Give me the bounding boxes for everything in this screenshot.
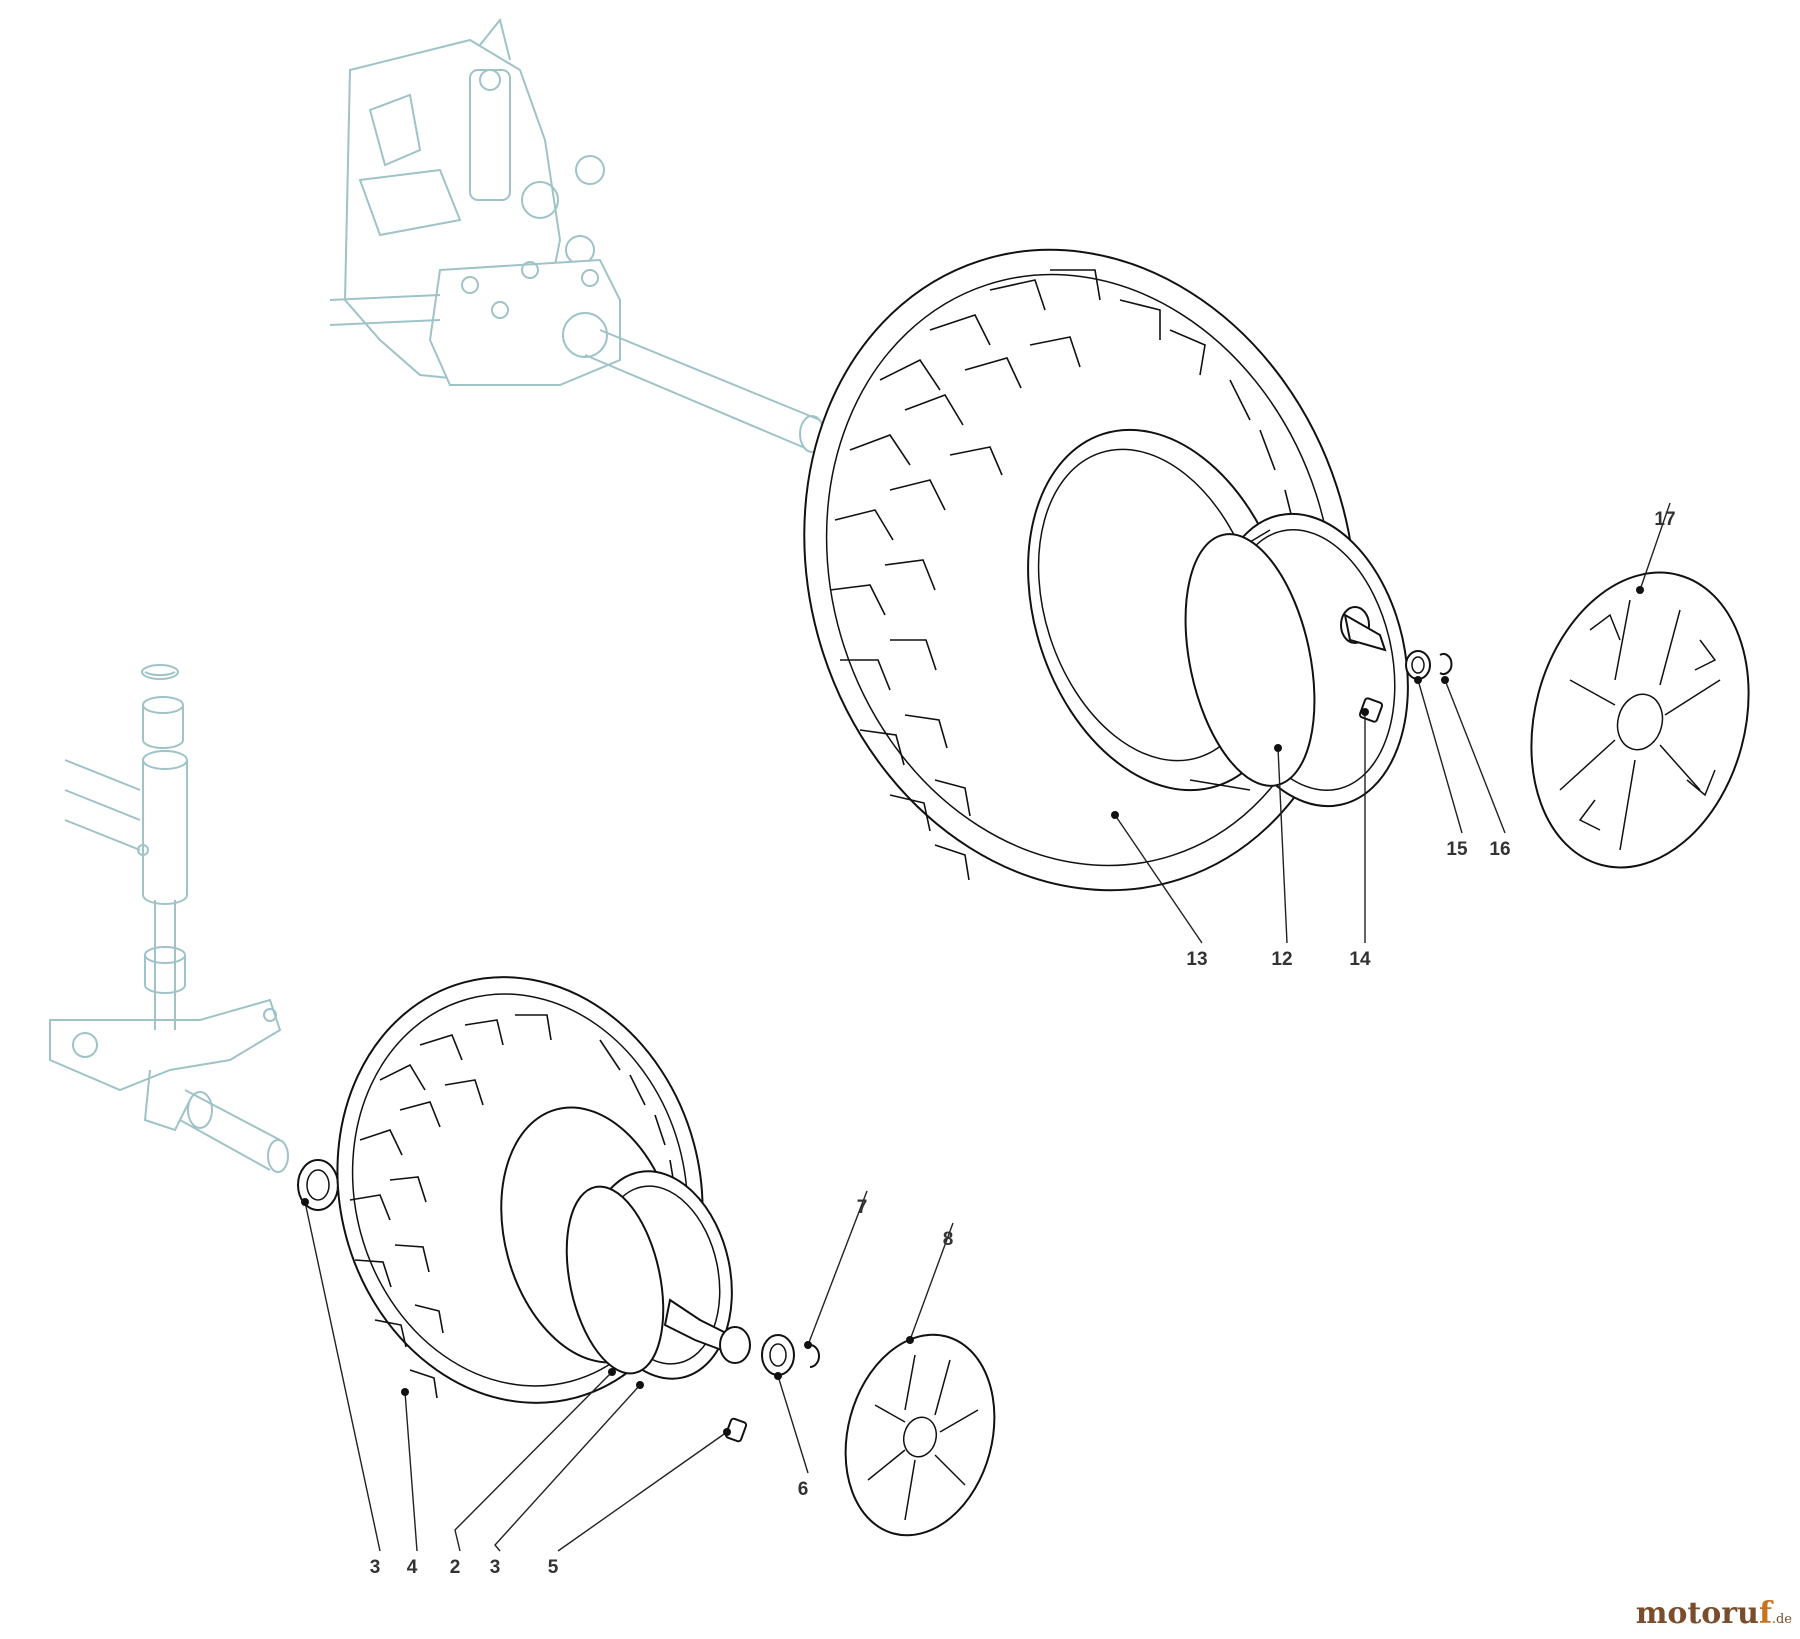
callout-label-2: 2 <box>450 1557 461 1578</box>
callout-3b: 3 <box>490 1381 644 1578</box>
callout-8: 8 <box>906 1222 954 1344</box>
leader-dot-3b <box>636 1381 644 1389</box>
callout-label-7: 7 <box>857 1197 868 1218</box>
callout-16: 16 <box>1441 676 1511 860</box>
leader-dot-6 <box>774 1372 782 1380</box>
callout-13: 13 <box>1111 811 1208 970</box>
motoruf-logo: motoruf.de <box>1636 1596 1792 1631</box>
callout-12: 12 <box>1271 744 1293 970</box>
leader-line-17 <box>1639 502 1671 591</box>
callout-2: 2 <box>450 1368 616 1578</box>
front-bushing-outer <box>297 1159 339 1211</box>
watermark-suffix: .de <box>1771 1612 1792 1627</box>
leader-dot-16 <box>1441 676 1449 684</box>
callout-5: 5 <box>548 1428 731 1578</box>
leader-line-7 <box>807 1190 868 1346</box>
leader-line-2 <box>454 1371 613 1552</box>
callout-14: 14 <box>1349 708 1371 970</box>
rear-wheel-assembly <box>803 248 1750 892</box>
callout-label-16: 16 <box>1489 839 1510 860</box>
leader-dot-8 <box>906 1336 914 1344</box>
callouts-layer: 17 15 16 13 12 14 7 8 6 3 4 2 3 5 <box>301 502 1676 1578</box>
leader-line-3a <box>304 1201 381 1552</box>
rear-rim <box>1184 512 1409 808</box>
callout-label-17: 17 <box>1654 509 1675 530</box>
rear-hubcap <box>1530 571 1750 869</box>
leader-line-15 <box>1417 679 1463 834</box>
callout-label-13: 13 <box>1186 949 1207 970</box>
front-rim <box>565 1170 751 1380</box>
leader-dot-2 <box>608 1368 616 1376</box>
leader-dot-4 <box>401 1388 409 1396</box>
callout-label-15: 15 <box>1446 839 1468 860</box>
callout-label-14: 14 <box>1349 949 1371 970</box>
callout-6: 6 <box>774 1372 809 1500</box>
callout-label-4: 4 <box>407 1557 418 1578</box>
leader-dot-14 <box>1361 708 1369 716</box>
callout-label-3a: 3 <box>370 1557 381 1578</box>
leader-dot-12 <box>1274 744 1282 752</box>
leader-line-12 <box>1277 747 1288 944</box>
front-hub-parts <box>724 1334 820 1443</box>
callout-3a: 3 <box>301 1198 381 1578</box>
leader-dot-15 <box>1414 676 1422 684</box>
leader-dot-7 <box>804 1341 812 1349</box>
leader-dot-3a <box>301 1198 309 1206</box>
callout-label-3b: 3 <box>490 1557 501 1578</box>
leader-line-6 <box>777 1375 809 1474</box>
front-hubcap <box>844 1333 996 1537</box>
callout-label-5: 5 <box>548 1557 559 1578</box>
leader-dot-5 <box>723 1428 731 1436</box>
ghost-transmission <box>329 17 825 453</box>
callout-17: 17 <box>1636 502 1676 594</box>
leader-line-16 <box>1444 679 1506 834</box>
leader-dot-17 <box>1636 586 1644 594</box>
callout-7: 7 <box>804 1190 868 1349</box>
leader-dot-13 <box>1111 811 1119 819</box>
leader-line-5 <box>557 1431 728 1552</box>
callout-4: 4 <box>401 1388 418 1578</box>
front-wheel-assembly <box>297 976 996 1537</box>
leader-line-8 <box>909 1222 954 1341</box>
leader-line-13 <box>1114 814 1203 944</box>
ghost-front-axle <box>49 664 289 1173</box>
leader-line-3b <box>494 1384 641 1552</box>
callout-label-12: 12 <box>1271 949 1292 970</box>
leader-line-4 <box>404 1391 418 1552</box>
watermark-main: motoru <box>1635 1596 1759 1631</box>
callout-label-6: 6 <box>798 1479 809 1500</box>
callout-15: 15 <box>1414 676 1468 860</box>
callout-label-8: 8 <box>943 1229 954 1250</box>
watermark-accent: f <box>1758 1596 1772 1631</box>
